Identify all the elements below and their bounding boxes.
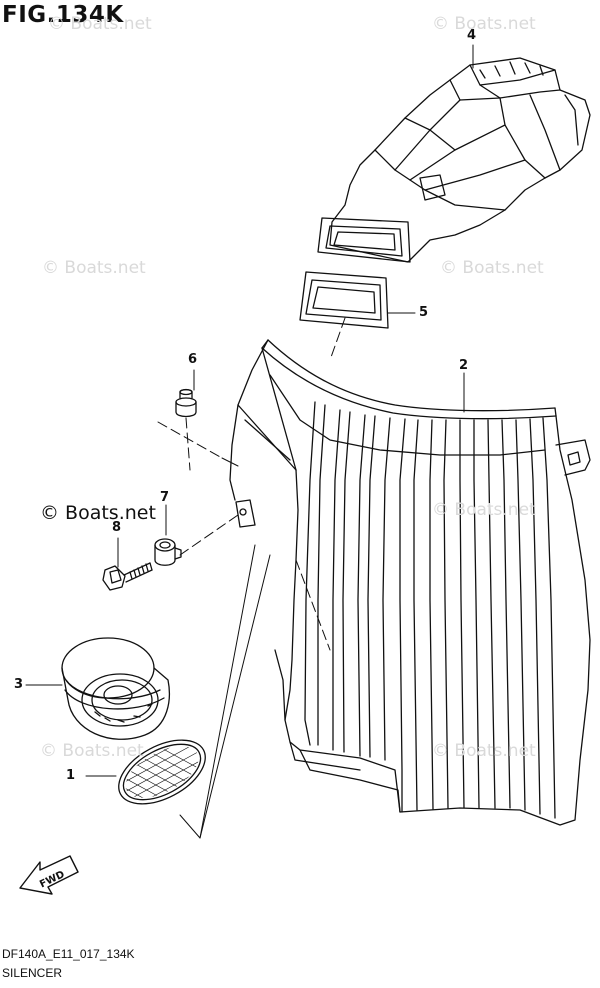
figure-name: SILENCER bbox=[2, 966, 63, 980]
watermark: © Boats.net bbox=[40, 741, 144, 761]
callout-6[interactable]: 6 bbox=[188, 352, 198, 367]
fwd-arrow-icon: FWD bbox=[19, 855, 79, 895]
part-4-intake-duct[interactable] bbox=[317, 57, 591, 263]
watermark-dark: © Boats.net bbox=[40, 502, 156, 524]
part-8-bolt[interactable] bbox=[102, 562, 153, 591]
leader-lines bbox=[25, 44, 474, 777]
callout-4[interactable]: 4 bbox=[467, 28, 477, 43]
assembly-solid-lines bbox=[179, 457, 271, 839]
part-6-grommet[interactable] bbox=[175, 388, 197, 418]
watermark: © Boats.net bbox=[42, 258, 146, 278]
part-7-grommet[interactable] bbox=[154, 538, 182, 566]
figure-code: DF140A_E11_017_134K bbox=[2, 947, 135, 961]
watermark: © Boats.net bbox=[440, 258, 544, 278]
watermark: © Boats.net bbox=[432, 741, 536, 761]
watermark: © Boats.net bbox=[48, 14, 152, 34]
callout-3[interactable]: 3 bbox=[14, 677, 24, 692]
watermark: © Boats.net bbox=[432, 500, 536, 520]
watermark: © Boats.net bbox=[432, 14, 536, 34]
assembly-guide-lines bbox=[157, 317, 346, 651]
part-1-mesh-screen[interactable] bbox=[108, 710, 220, 850]
part-3-collar[interactable] bbox=[61, 637, 171, 740]
callout-1[interactable]: 1 bbox=[66, 768, 76, 783]
part-2-silencer-body[interactable] bbox=[229, 339, 591, 826]
callout-7[interactable]: 7 bbox=[160, 490, 170, 505]
callout-8[interactable]: 8 bbox=[112, 520, 122, 535]
part-5-seal[interactable] bbox=[299, 271, 389, 329]
callout-5[interactable]: 5 bbox=[419, 305, 429, 320]
fwd-label: FWD bbox=[38, 869, 66, 890]
figure-title: FIG.134K bbox=[2, 2, 124, 28]
callout-2[interactable]: 2 bbox=[459, 358, 469, 373]
